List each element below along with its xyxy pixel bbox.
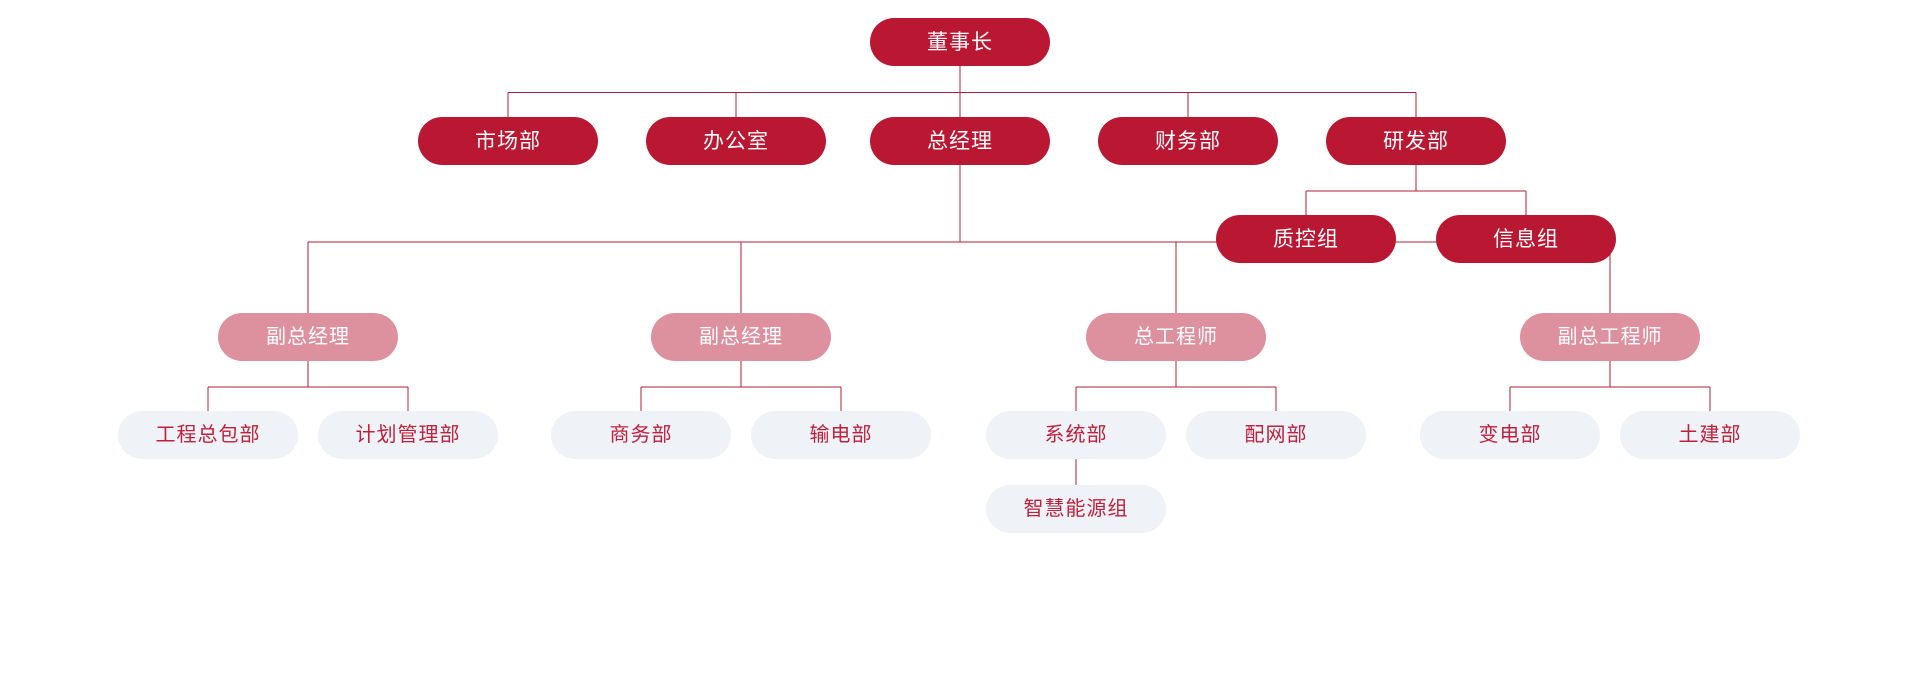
org-node-label: 办公室 — [703, 129, 769, 153]
org-node-label: 副总经理 — [266, 326, 350, 348]
org-node-leaf-transmit[interactable]: 输电部 — [751, 411, 931, 459]
org-node-dept-rd[interactable]: 研发部 — [1326, 117, 1506, 165]
org-node-label: 计划管理部 — [355, 424, 461, 446]
org-node-label: 变电部 — [1478, 424, 1542, 446]
org-node-label: 土建部 — [1678, 424, 1742, 446]
org-node-label: 副总工程师 — [1557, 326, 1663, 348]
org-node-root[interactable]: 董事长 — [870, 18, 1050, 66]
org-node-label: 智慧能源组 — [1023, 498, 1129, 520]
org-node-leaf-plan[interactable]: 计划管理部 — [318, 411, 498, 459]
org-node-mid-ce[interactable]: 总工程师 — [1086, 313, 1266, 361]
org-node-leaf-business[interactable]: 商务部 — [551, 411, 731, 459]
org-node-label: 研发部 — [1383, 129, 1449, 153]
org-node-mid-dce[interactable]: 副总工程师 — [1520, 313, 1700, 361]
org-node-label: 质控组 — [1273, 227, 1339, 251]
org-node-mid-dgm2[interactable]: 副总经理 — [651, 313, 831, 361]
org-node-label: 副总经理 — [699, 326, 783, 348]
org-node-leaf-distrib[interactable]: 配网部 — [1186, 411, 1366, 459]
org-node-label: 商务部 — [609, 424, 673, 446]
org-node-label: 系统部 — [1044, 424, 1108, 446]
org-node-dept-finance[interactable]: 财务部 — [1098, 117, 1278, 165]
org-node-label: 信息组 — [1493, 227, 1559, 251]
org-node-mid-dgm1[interactable]: 副总经理 — [218, 313, 398, 361]
org-node-leaf-epc[interactable]: 工程总包部 — [118, 411, 298, 459]
org-node-label: 总经理 — [927, 129, 993, 153]
org-node-label: 市场部 — [475, 129, 541, 153]
org-node-label: 配网部 — [1244, 424, 1308, 446]
org-node-dept-office[interactable]: 办公室 — [646, 117, 826, 165]
org-node-label: 输电部 — [809, 424, 873, 446]
org-node-label: 董事长 — [927, 30, 993, 54]
org-node-label: 财务部 — [1155, 129, 1221, 153]
org-node-leaf-civil[interactable]: 土建部 — [1620, 411, 1800, 459]
org-node-label: 工程总包部 — [155, 424, 261, 446]
org-node-dept-market[interactable]: 市场部 — [418, 117, 598, 165]
org-node-dept-gm[interactable]: 总经理 — [870, 117, 1050, 165]
org-node-label: 总工程师 — [1134, 326, 1218, 348]
org-node-leaf-system[interactable]: 系统部 — [986, 411, 1166, 459]
org-node-sub-energy[interactable]: 智慧能源组 — [986, 485, 1166, 533]
org-node-leaf-substat[interactable]: 变电部 — [1420, 411, 1600, 459]
org-node-grp-qc[interactable]: 质控组 — [1216, 215, 1396, 263]
org-node-grp-info[interactable]: 信息组 — [1436, 215, 1616, 263]
